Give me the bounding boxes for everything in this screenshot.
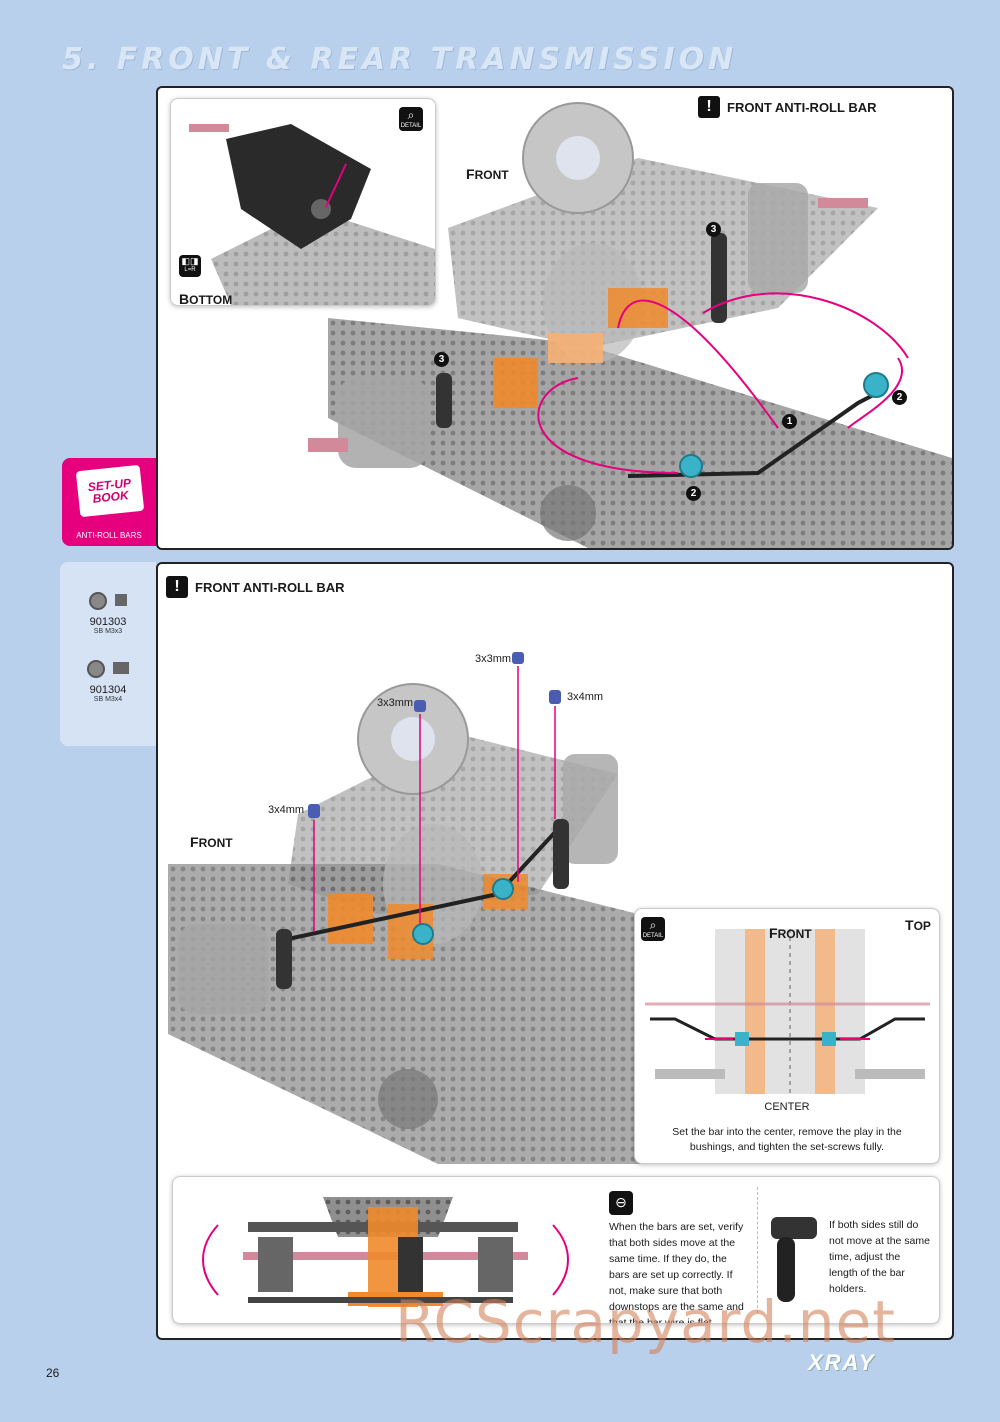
check-text-left: When the bars are set, verify that both … xyxy=(609,1221,744,1324)
setup-book-title: SET-UP BOOK xyxy=(75,464,145,518)
screw-label: 3x4mm xyxy=(567,691,604,703)
screw-label: 3x3mm xyxy=(475,653,512,665)
panel-front-anti-roll-bar-1: ! FRONT ANTI-ROLL BAR FRONT 1 2 2 3 3 ⌕ … xyxy=(156,86,954,550)
check-box: ⊖ When the bars are set, verify that bot… xyxy=(172,1176,940,1324)
detail-icon: ⌕ DETAIL xyxy=(641,917,665,941)
gauge-icon: ⊖ xyxy=(609,1191,633,1215)
divider xyxy=(757,1187,759,1313)
detail-text: Set the bar into the center, remove the … xyxy=(672,1126,902,1153)
inset-bottom-detail: ⌕ DETAIL ◧◨ L=R BOTTOM xyxy=(170,98,436,306)
check-text-right: If both sides still do not move at the s… xyxy=(829,1219,930,1295)
setup-book-tab: SET-UP BOOK ANTI-ROLL BARS xyxy=(62,458,156,546)
page-title: 5. FRONT & REAR TRANSMISSION xyxy=(62,42,738,77)
callout-2-left: 2 xyxy=(686,486,701,501)
label-front: FRONT xyxy=(466,166,509,182)
page-number: 26 xyxy=(46,1366,60,1380)
inset-illustration xyxy=(189,124,435,305)
watermark: RCScrapyard.net xyxy=(395,1288,896,1356)
warning-title: FRONT ANTI-ROLL BAR xyxy=(195,579,345,595)
chassis-illustration-1 xyxy=(308,102,952,548)
bar-holder-illustration xyxy=(771,1217,817,1302)
parts-box: 901303 SB M3x3 901304 SB M3x4 xyxy=(60,562,156,746)
panel-front-anti-roll-bar-2: ! FRONT ANTI-ROLL BAR FRONT 3x3mm 3x3mm … xyxy=(156,562,954,1340)
warning-icon: ! xyxy=(166,576,188,598)
warning-header: ! FRONT ANTI-ROLL BAR xyxy=(698,96,876,118)
front-view-illustration xyxy=(202,1197,569,1307)
top-detail-illustration xyxy=(645,929,930,1094)
warning-icon: ! xyxy=(698,96,720,118)
screw-label: 3x4mm xyxy=(268,804,305,816)
part-desc: SB M3x4 xyxy=(93,696,123,703)
detail-icon-label: DETAIL xyxy=(642,933,664,939)
callout-3-left: 3 xyxy=(434,352,449,367)
lr-icon: ◧◨ L=R xyxy=(179,255,201,277)
screw-label: 3x3mm xyxy=(377,697,414,709)
detail-icon-label: DETAIL xyxy=(400,123,422,129)
warning-header: ! FRONT ANTI-ROLL BAR xyxy=(166,576,344,598)
lr-icon-label: L=R xyxy=(184,267,196,273)
screw-icon xyxy=(60,592,156,610)
callout-2-right: 2 xyxy=(892,390,907,405)
part-item: 901304 SB M3x4 xyxy=(60,660,156,703)
detail-label-front: FRONT xyxy=(769,925,812,941)
warning-title: FRONT ANTI-ROLL BAR xyxy=(727,99,877,115)
part-code: 901303 xyxy=(89,616,127,628)
label-front: FRONT xyxy=(190,834,233,850)
part-item: 901303 SB M3x3 xyxy=(60,592,156,635)
detail-label-top: TOP xyxy=(905,917,931,933)
callout-3-right: 3 xyxy=(706,222,721,237)
callout-1: 1 xyxy=(782,414,797,429)
brand-logo: XRAY xyxy=(808,1350,876,1375)
setup-book-label: ANTI-ROLL BARS xyxy=(76,531,142,540)
detail-icon: ⌕ DETAIL xyxy=(399,107,423,131)
part-code: 901304 xyxy=(89,684,127,696)
label-bottom: BOTTOM xyxy=(179,291,233,306)
screw-icon xyxy=(60,660,156,678)
part-desc: SB M3x3 xyxy=(93,628,123,635)
detail-label-center: CENTER xyxy=(764,1101,810,1113)
top-detail-box: ⌕ DETAIL FRONT TOP CENTER Set the bar in… xyxy=(634,908,940,1164)
